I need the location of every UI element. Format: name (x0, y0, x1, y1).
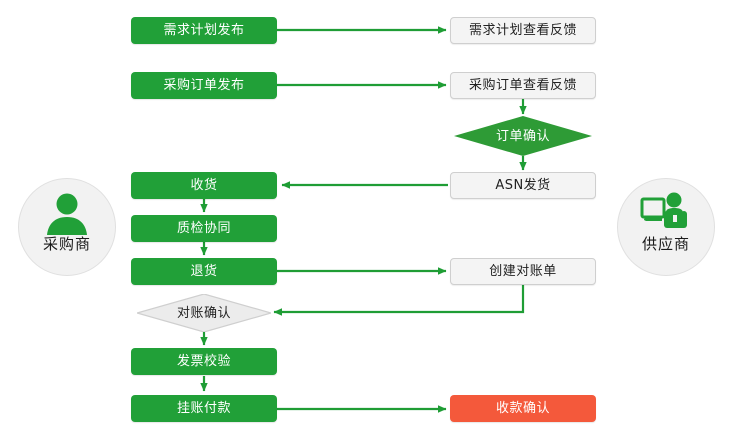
node-return-goods[interactable]: 退货 (131, 258, 277, 285)
node-order-confirm-label: 订单确认 (495, 128, 550, 144)
node-demand-plan-publish[interactable]: 需求计划发布 (131, 17, 277, 44)
diamond-shape-grey (137, 294, 271, 332)
person-at-computer-icon (640, 192, 687, 228)
person-avatar-icon (47, 193, 87, 235)
node-statement-confirm[interactable]: 对账确认 (137, 294, 271, 332)
node-invoice-verify[interactable]: 发票校验 (131, 348, 277, 375)
actor-buyer-label: 采购商 (42, 235, 91, 253)
node-quality-collab[interactable]: 质检协同 (131, 215, 277, 242)
actor-buyer[interactable]: 采购商 (18, 178, 116, 276)
node-accrual-payment[interactable]: 挂账付款 (131, 395, 277, 422)
node-purchase-order-publish[interactable]: 采购订单发布 (131, 72, 277, 99)
node-statement-confirm-label: 对账确认 (176, 305, 231, 321)
node-asn-shipping[interactable]: ASN发货 (450, 172, 596, 199)
node-order-confirm[interactable]: 订单确认 (454, 116, 592, 156)
node-create-statement[interactable]: 创建对账单 (450, 258, 596, 285)
edge-create-statement-to-statement-confirm (273, 285, 525, 316)
node-demand-plan-feedback[interactable]: 需求计划查看反馈 (450, 17, 596, 44)
actor-supplier-label: 供应商 (641, 235, 690, 253)
actor-supplier[interactable]: 供应商 (617, 178, 715, 276)
node-payment-confirm[interactable]: 收款确认 (450, 395, 596, 422)
diamond-shape-green (454, 116, 592, 156)
node-purchase-order-feedback[interactable]: 采购订单查看反馈 (450, 72, 596, 99)
node-goods-receipt[interactable]: 收货 (131, 172, 277, 199)
